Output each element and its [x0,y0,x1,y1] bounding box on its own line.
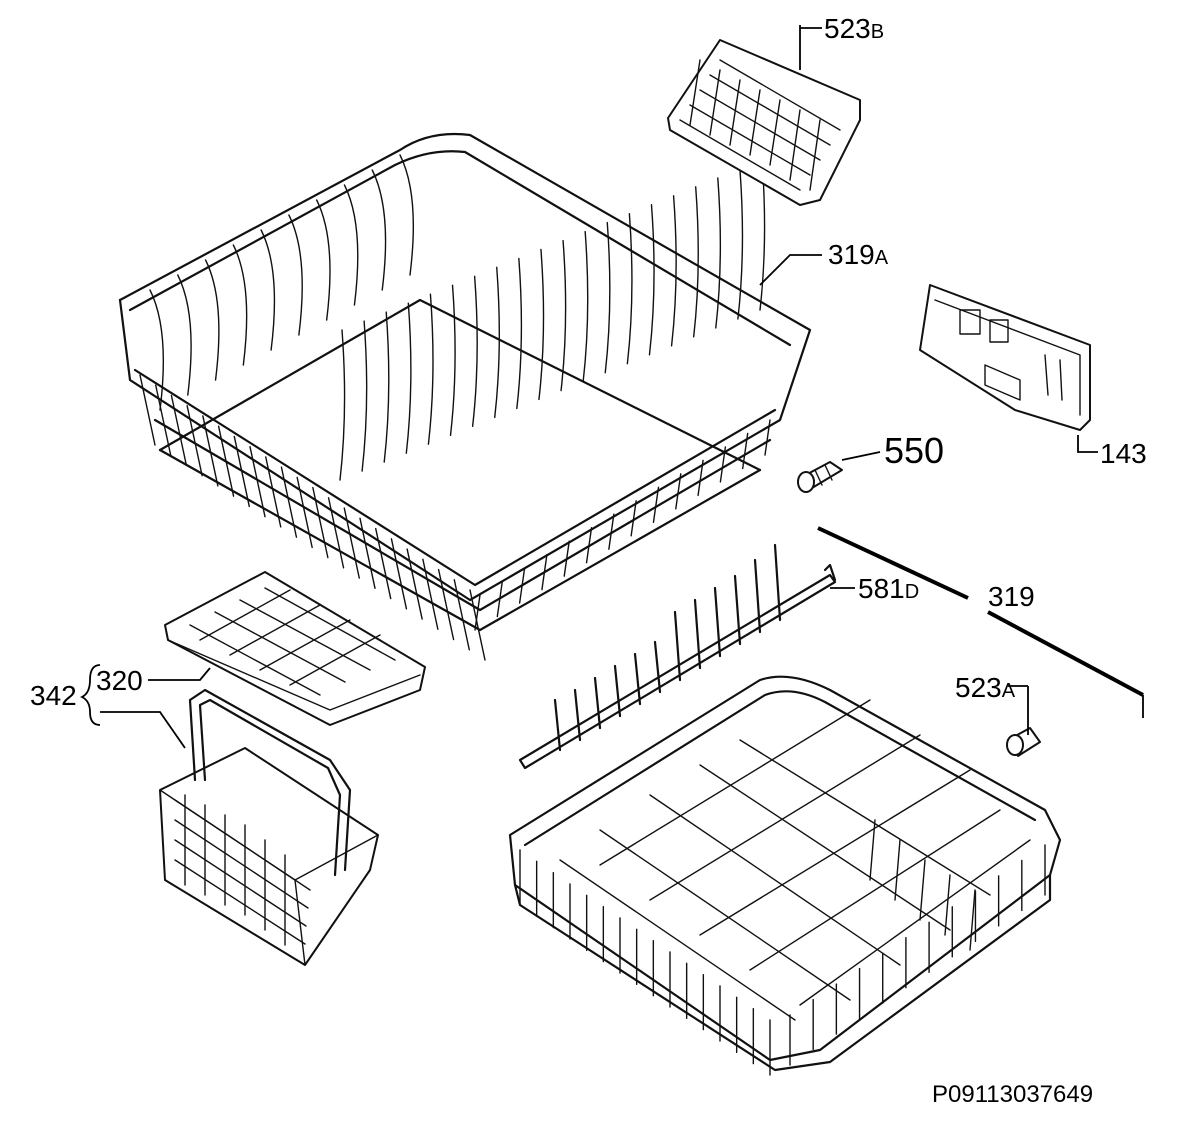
basket-wire [585,526,593,564]
basket-wire [453,579,470,651]
basket-wire [697,459,704,497]
basket-wire [406,548,423,620]
svg-text:319: 319 [988,581,1035,612]
basket-tine [626,212,633,365]
basket-tine [604,221,611,374]
tine-row-drawing [518,543,837,770]
lower-basket-wires [519,844,1046,1076]
label-320: 320 [96,665,143,696]
basket-wire [496,580,504,618]
label-319a: 319A [828,239,889,270]
basket-tine [670,195,677,347]
basket-wire [764,419,771,456]
cutlery-lid-drawing [164,571,426,726]
svg-text:P09113037649: P09113037649 [932,1081,1093,1108]
svg-text:523B: 523B [824,13,884,44]
bracket-drawing [919,284,1091,431]
basket-wire [343,507,360,579]
upper-basket-drawing [118,132,812,632]
basket-wire [630,500,637,537]
clip-rack-drawing [667,39,861,206]
label-319: 319 [988,581,1035,612]
svg-text:523A: 523A [955,672,1016,703]
basket-tine [383,311,390,463]
basket-wire [437,568,455,641]
basket-tine [648,204,655,356]
basket-wire [469,589,486,661]
basket-tine [516,257,523,410]
basket-wire [265,456,282,528]
basket-tine [405,302,412,454]
basket-wire [422,558,439,630]
svg-text:319A: 319A [828,239,889,270]
basket-wire [399,154,415,276]
basket-tine [737,168,744,320]
basket-wire [719,446,727,483]
basket-wire [474,594,481,631]
basket-tine [449,284,456,436]
basket-wire [675,473,682,510]
basket-tine [538,248,545,401]
leader-lines [79,25,1144,749]
basket-wire [139,374,156,446]
svg-text:342: 342 [30,680,77,711]
basket-wire [312,486,329,559]
label-550: 550 [884,430,944,471]
basket-wire [249,445,266,518]
basket-wire [541,553,548,591]
basket-wire [177,274,192,396]
basket-wire [741,432,749,470]
basket-wire [652,486,660,524]
basket-tine [582,230,589,383]
basket-tine [339,329,346,481]
basket-tine [471,275,478,428]
basket-wire [518,567,526,604]
label-143: 143 [1100,438,1147,469]
basket-tine [427,293,434,445]
basket-wire [315,199,331,321]
basket-wire [170,394,188,467]
basket-wire [608,513,615,550]
basket-wire [155,384,172,456]
upper-basket-wires [139,154,771,661]
lower-basket-drawing [508,675,1062,1072]
basket-tine [560,239,567,392]
basket-wire [563,540,570,577]
basket-tine [692,186,699,338]
svg-text:581D: 581D [858,573,919,604]
basket-wire [371,169,387,291]
basket-wire [260,229,276,351]
basket-wire [375,527,392,600]
svg-text:320: 320 [96,665,143,696]
svg-text:550: 550 [884,430,944,471]
label-581d: 581D [858,573,919,604]
drawing-id: P09113037649 [932,1081,1093,1108]
svg-text:143: 143 [1100,438,1147,469]
basket-wire [288,214,303,336]
basket-wire [343,184,359,306]
roller-drawing [797,461,843,493]
basket-wire [232,244,248,366]
basket-wire [280,466,298,538]
label-523a: 523A [955,672,1016,703]
basket-wire [149,289,165,411]
basket-wire [217,425,235,497]
label-342: 342 [30,680,77,711]
small-clip-drawing [1006,727,1041,757]
basket-wire [296,476,313,549]
basket-tine [715,177,722,329]
cutlery-basket-drawing [159,688,379,966]
basket-wire [233,435,250,508]
label-523b: 523B [824,13,884,44]
basket-wire [186,405,203,477]
basket-wire [202,415,219,487]
basket-wire [204,259,220,381]
basket-wire [327,497,345,569]
basket-wire [390,538,408,610]
basket-tine [494,266,500,419]
basket-tine [361,320,368,472]
basket-wire [359,517,376,590]
